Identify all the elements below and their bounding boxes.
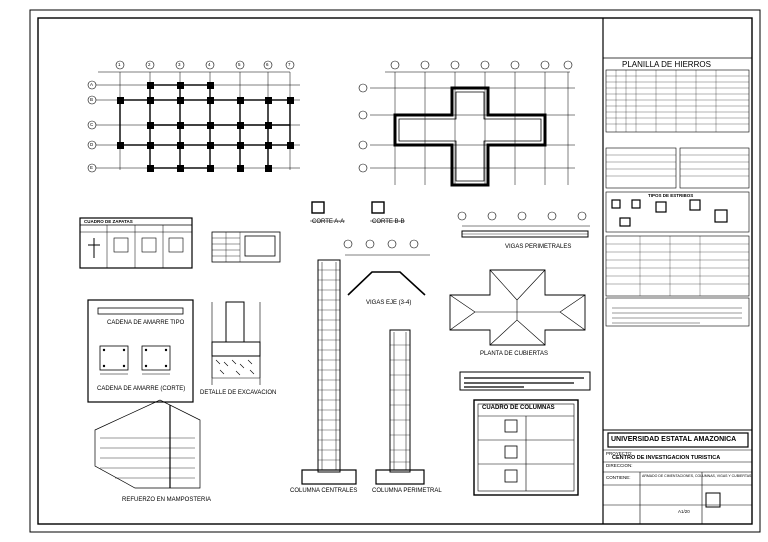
column-perimeter xyxy=(375,329,425,485)
axis-beam xyxy=(343,239,430,296)
column-central xyxy=(301,259,357,485)
cadena-tipo-label: CADENA DE AMARRE TIPO xyxy=(107,320,185,326)
refuerzo-mamposteria-label: REFUERZO EN MAMPOSTERIA xyxy=(122,497,212,503)
corte-aa-label: CORTE A-A xyxy=(312,219,345,225)
stirrup-types-title: TIPOS DE ESTRIBOS xyxy=(648,193,694,198)
notes-box xyxy=(459,371,591,391)
cadena-corte-label: CADENA DE AMARRE (CORTE) xyxy=(97,386,186,392)
planta-cubiertas-label: PLANTA DE CUBIERTAS xyxy=(480,351,549,357)
axis-label: D xyxy=(90,142,94,147)
foundation-plan xyxy=(87,60,300,173)
university-name: UNIVERSIDAD ESTATAL AMAZONICA xyxy=(611,436,737,443)
project-name: CENTRO DE INVESTIGACION TURISTICA xyxy=(612,455,721,461)
excavacion-label: DETALLE DE EXCAVACION xyxy=(200,390,277,396)
axis-label: 7 xyxy=(288,62,291,67)
cuadro-columnas-label: CUADRO DE COLUMNAS xyxy=(482,405,555,411)
column-schedule xyxy=(473,399,579,496)
axis-label: 4 xyxy=(208,62,211,67)
direction-label: DIRECCION: xyxy=(606,463,633,468)
schedule-title: PLANILLA DE HIERROS xyxy=(622,60,711,69)
footing-table xyxy=(79,217,193,269)
stirrup-legend xyxy=(211,231,281,263)
beam-plan xyxy=(358,60,575,187)
axis-label: 5 xyxy=(238,62,241,67)
columna-perimetral-label: COLUMNA PERIMETRAL xyxy=(372,488,442,494)
title-block-grid xyxy=(603,57,752,524)
axis-label: C xyxy=(90,122,94,127)
masonry-reinforcement xyxy=(94,399,201,489)
vigas-eje-label: VIGAS EJE (3-4) xyxy=(366,300,412,306)
content-text: ARMADO DE CIMENTACIONES, COLUMNAS, VIGAS… xyxy=(642,474,752,478)
axis-label: B xyxy=(90,97,94,102)
sheet-number: A1/20 xyxy=(678,509,690,514)
axis-label: E xyxy=(90,165,94,170)
axis-label: 1 xyxy=(118,62,121,67)
vigas-perimetrales-label: VIGAS PERIMETRALES xyxy=(505,244,572,250)
axis-label: A xyxy=(90,82,94,87)
content-label: CONTIENE: xyxy=(606,475,631,480)
corte-sections xyxy=(310,201,405,222)
corte-bb-label: CORTE B-B xyxy=(372,219,405,225)
cadena-tipo-detail xyxy=(87,299,194,403)
roof-plan xyxy=(449,269,586,346)
project-label: PROYECTO: xyxy=(606,451,633,456)
footing-table-title: CUADRO DE ZAPATAS xyxy=(84,219,133,224)
axis-label: 6 xyxy=(266,62,269,67)
columna-centrales-label: COLUMNA CENTRALES xyxy=(290,488,358,494)
excavation-detail xyxy=(211,301,261,385)
perimeter-beam xyxy=(457,211,590,238)
axis-label: 2 xyxy=(148,62,151,67)
axis-label: 3 xyxy=(178,62,181,67)
